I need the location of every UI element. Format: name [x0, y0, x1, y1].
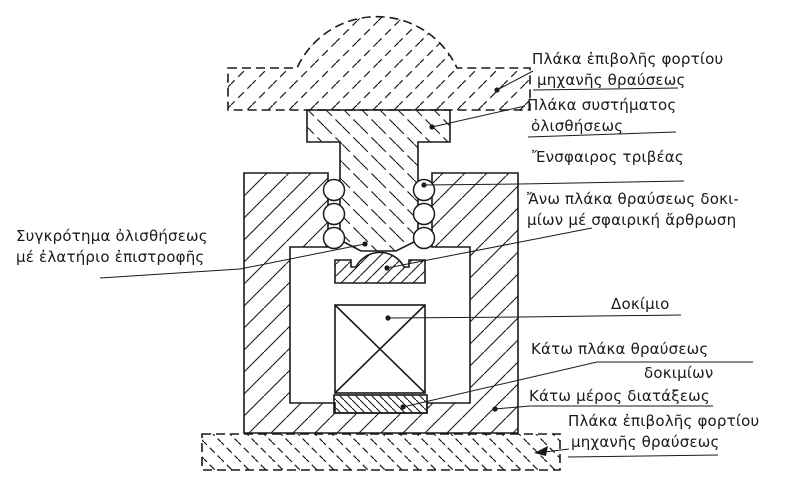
- leader-sliding-assembly: [99, 243, 366, 279]
- underline-sliding-system-plate: [527, 131, 677, 138]
- label-upper-breaking-plate: Ἄνω πλάκα θραύσεως δοκι- μίων μέ σφαιρικ…: [527, 189, 739, 231]
- label-sliding-system-plate: Πλάκα συστήματος ὀλισθήσεως: [527, 95, 676, 137]
- underline-machine-upper-platen: [532, 87, 679, 91]
- underline-machine-lower-platen: [567, 454, 719, 458]
- arrowhead-machine-lower-platen: [534, 446, 548, 456]
- label-line: Πλάκα συστήματος: [527, 96, 677, 114]
- machine-upper-platen-section: [227, 15, 531, 111]
- label-lower-breaking-plate: Κάτω πλάκα θραύσεως: [531, 339, 708, 360]
- label-sliding-assembly: Συγκρότημα ὀλισθήσεως μέ ἐλατήριο ἐπιστρ…: [16, 226, 208, 268]
- label-line: Συγκρότημα ὀλισθήσεως: [16, 227, 208, 245]
- label-lower-breaking-plate-2: δοκιμίων: [644, 363, 713, 384]
- label-line: Πλάκα ἐπιβολῆς φορτίου: [532, 50, 724, 68]
- label-machine-upper-platen: Πλάκα ἐπιβολῆς φορτίου μηχανῆς θραύσεως: [532, 49, 723, 91]
- label-line: Κάτω μέρος διατάξεως: [529, 387, 710, 405]
- label-line: Πλάκα ἐπιβολῆς φορτίου: [568, 412, 760, 430]
- label-machine-lower-platen: Πλάκα ἐπιβολῆς φορτίου μηχανῆς θραύσεως: [568, 411, 759, 453]
- leader-machine-upper-platen: [496, 70, 534, 91]
- label-line: μηχανῆς θραύσεως: [537, 71, 686, 89]
- leader-upper-breaking-plate: [386, 227, 593, 269]
- specimen-shape: [334, 304, 426, 394]
- leader-ball-bearing: [423, 180, 685, 186]
- label-ball-bearing: Ἔνσφαιρος τριβέας: [532, 147, 684, 168]
- label-line: δοκιμίων: [644, 364, 714, 382]
- label-line: ὀλισθήσεως: [531, 117, 624, 135]
- label-line: μέ ἐλατήριο ἐπιστροφῆς: [16, 248, 205, 266]
- machine-lower-platen-section: [201, 433, 561, 471]
- upper-breaking-plate-section: [334, 251, 426, 284]
- ball-bearing-balls: [322, 178, 436, 250]
- leader-specimen: [387, 314, 682, 319]
- label-line: μηχανῆς θραύσεως: [571, 433, 720, 451]
- label-line: μίων μέ σφαιρική ἄρθρωση: [527, 211, 737, 229]
- leader-sliding-system-plate: [431, 105, 526, 128]
- leader-end-markers: [362, 87, 548, 456]
- leader-lower-breaking-plate: [402, 361, 753, 408]
- label-line: Ἔνσφαιρος τριβέας: [532, 148, 684, 166]
- label-line: Κάτω πλάκα θραύσεως: [531, 340, 709, 358]
- leader-lower-body: [494, 405, 713, 410]
- lower-breaking-plate-section: [333, 394, 428, 414]
- label-lower-body: Κάτω μέρος διατάξεως: [529, 386, 710, 407]
- label-line: Ἄνω πλάκα θραύσεως δοκι-: [527, 190, 740, 208]
- label-line: Δοκίμιο: [611, 295, 670, 313]
- label-specimen: Δοκίμιο: [611, 294, 670, 315]
